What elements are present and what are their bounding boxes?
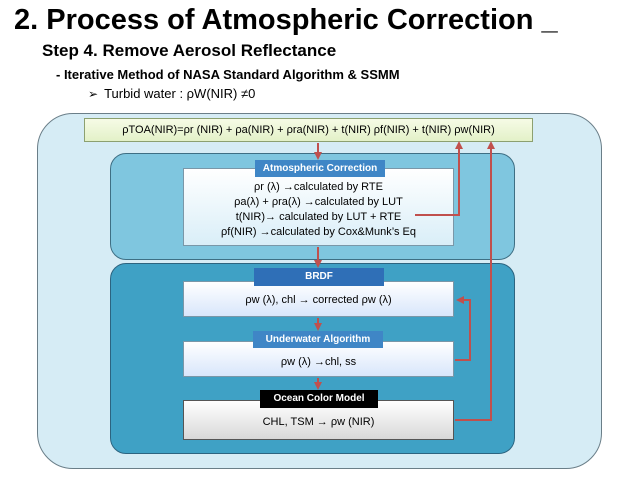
method-line: - Iterative Method of NASA Standard Algo… (56, 67, 400, 82)
bullet-text: Turbid water : ρW(NIR) ≠0 (104, 86, 256, 101)
toa-equation-box: ρTOA(NIR)=ρr (NIR) + ρa(NIR) + ρra(NIR) … (84, 118, 533, 142)
underwater-algorithm-box: ρw (λ) →chl, ss (183, 341, 454, 377)
brdf-tag: BRDF (254, 268, 384, 286)
atm-line-foam: ρf(NIR) →calculated by Cox&Munk’s Eq (221, 226, 416, 238)
ocean-color-model-tag: Ocean Color Model (260, 390, 378, 408)
brdf-text: ρw (λ), chl → corrected ρw (λ) (245, 294, 392, 306)
underwater-text: ρw (λ) →chl, ss (280, 356, 357, 368)
atmospheric-correction-tag: Atmospheric Correction (255, 160, 385, 177)
brdf-box: ρw (λ), chl → corrected ρw (λ) (183, 281, 454, 317)
atmospheric-correction-box: ρr (λ) →calculated by RTE ρa(λ) + ρra(λ)… (183, 168, 454, 246)
ocean-color-text: CHL, TSM → ρw (NIR) (262, 416, 375, 428)
page-title: 2. Process of Atmospheric Correction _ (14, 4, 558, 36)
atm-line-aerosol: ρa(λ) + ρra(λ) →calculated by LUT (234, 196, 403, 208)
bullet-turbid-water: ➢ Turbid water : ρW(NIR) ≠0 (88, 86, 255, 101)
page-subtitle: Step 4. Remove Aerosol Reflectance (42, 41, 337, 60)
atm-line-transmittance: t(NIR)→ calculated by LUT + RTE (235, 211, 402, 223)
bullet-arrow-icon: ➢ (88, 87, 99, 101)
underwater-algorithm-tag: Underwater Algorithm (253, 331, 383, 348)
toa-equation: ρTOA(NIR)=ρr (NIR) + ρa(NIR) + ρra(NIR) … (122, 124, 495, 136)
atm-line-rayleigh: ρr (λ) →calculated by RTE (254, 181, 383, 193)
